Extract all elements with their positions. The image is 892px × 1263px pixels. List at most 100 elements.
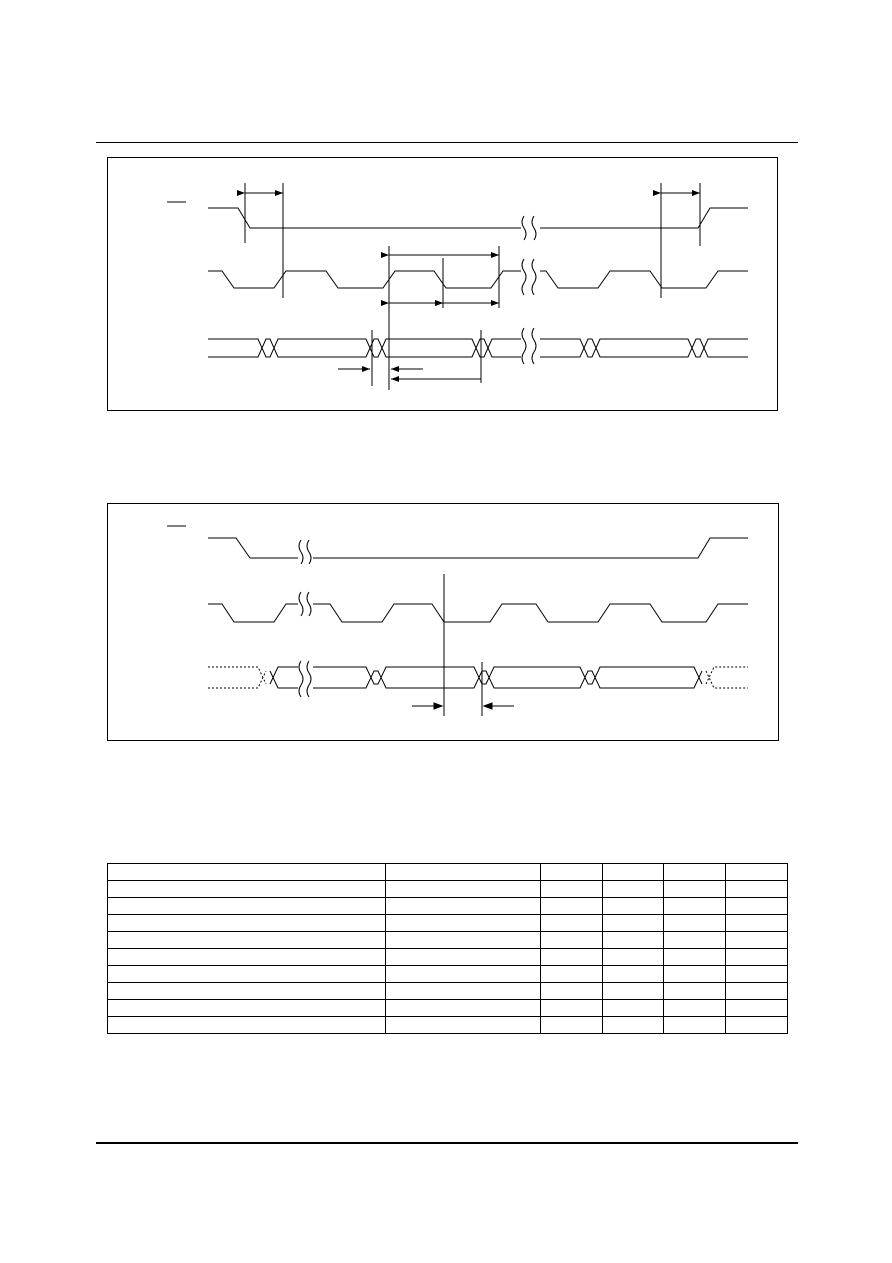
cs-waveform-tail bbox=[313, 537, 748, 559]
table-cell bbox=[385, 999, 541, 1017]
data-bus-bottom bbox=[269, 670, 298, 689]
clk-waveform-tail bbox=[540, 270, 748, 289]
table-cell bbox=[663, 1016, 726, 1034]
table-row bbox=[107, 863, 788, 881]
table-cell bbox=[602, 982, 664, 1000]
table-cell bbox=[663, 999, 726, 1017]
break-mark-clk bbox=[298, 591, 312, 617]
table-cell bbox=[540, 1016, 603, 1034]
break-mark-data bbox=[521, 327, 537, 365]
table-row bbox=[107, 897, 788, 915]
table-cell bbox=[602, 948, 664, 966]
break-mark-cs bbox=[298, 539, 312, 565]
cs-waveform-tail bbox=[540, 207, 748, 229]
table-cell bbox=[602, 931, 664, 949]
table-cell bbox=[107, 880, 386, 898]
table-cell bbox=[725, 914, 788, 932]
table-cell bbox=[663, 931, 726, 949]
table-cell bbox=[602, 897, 664, 915]
table-cell bbox=[602, 880, 664, 898]
table-row bbox=[107, 982, 788, 1000]
table-cell bbox=[107, 914, 386, 932]
table-row bbox=[107, 948, 788, 966]
table-row bbox=[107, 931, 788, 949]
table-cell bbox=[385, 880, 541, 898]
footer-rule bbox=[96, 1142, 798, 1144]
table-row bbox=[107, 880, 788, 898]
table-row bbox=[107, 914, 788, 932]
dim-arrow-1-head bbox=[433, 702, 444, 710]
table-cell bbox=[663, 863, 726, 881]
table-cell bbox=[663, 965, 726, 983]
table-cell bbox=[540, 897, 603, 915]
table-cell bbox=[663, 897, 726, 915]
table-cell bbox=[385, 965, 541, 983]
table-cell bbox=[385, 948, 541, 966]
table-cell bbox=[107, 999, 386, 1017]
table-cell bbox=[725, 999, 788, 1017]
table-cell bbox=[540, 999, 603, 1017]
table-cell bbox=[540, 863, 603, 881]
cs-waveform bbox=[208, 537, 298, 559]
timing-parameter-table bbox=[107, 863, 788, 1034]
write-timing-svg bbox=[167, 183, 748, 390]
table-cell bbox=[602, 1016, 664, 1034]
data-bus-top bbox=[208, 338, 521, 358]
table-cell bbox=[725, 897, 788, 915]
data-bus-bottom-dotted bbox=[208, 670, 267, 689]
table-cell bbox=[385, 863, 541, 881]
table-cell bbox=[385, 982, 541, 1000]
table-cell bbox=[540, 948, 603, 966]
table-cell bbox=[540, 914, 603, 932]
table-cell bbox=[107, 965, 386, 983]
table-cell bbox=[107, 931, 386, 949]
table-cell bbox=[385, 931, 541, 949]
data-bus-top-tail bbox=[540, 338, 748, 358]
table-row bbox=[107, 999, 788, 1017]
data-bus-top-dotted bbox=[208, 666, 267, 685]
table-cell bbox=[107, 1016, 386, 1034]
timing-table-body bbox=[107, 863, 788, 1034]
break-mark-clk bbox=[521, 258, 537, 296]
break-mark-data bbox=[298, 660, 312, 698]
table-cell bbox=[725, 965, 788, 983]
data-bus-bottom-tail bbox=[313, 670, 703, 689]
table-cell bbox=[540, 965, 603, 983]
table-cell bbox=[385, 914, 541, 932]
table-cell bbox=[725, 931, 788, 949]
read-timing-diagram bbox=[107, 503, 779, 741]
table-cell bbox=[602, 914, 664, 932]
table-row bbox=[107, 965, 788, 983]
table-cell bbox=[107, 863, 386, 881]
table-cell bbox=[602, 999, 664, 1017]
table-cell bbox=[725, 948, 788, 966]
data-bus-bottom-dotted-tail bbox=[705, 670, 748, 689]
table-cell bbox=[663, 982, 726, 1000]
data-bus-top-tail bbox=[313, 666, 703, 685]
write-timing-diagram bbox=[107, 157, 778, 411]
table-cell bbox=[725, 982, 788, 1000]
table-cell bbox=[107, 948, 386, 966]
table-cell bbox=[663, 914, 726, 932]
header-rule bbox=[96, 142, 798, 143]
table-cell bbox=[107, 897, 386, 915]
table-cell bbox=[725, 863, 788, 881]
table-cell bbox=[663, 880, 726, 898]
data-bus-top-dotted-tail bbox=[705, 666, 748, 685]
table-cell bbox=[725, 1016, 788, 1034]
data-bus-top bbox=[269, 666, 298, 685]
data-bus-bottom-tail bbox=[540, 338, 748, 358]
dim-arrow-2-head bbox=[482, 702, 493, 710]
table-cell bbox=[540, 982, 603, 1000]
table-cell bbox=[540, 880, 603, 898]
break-mark-cs bbox=[521, 215, 537, 241]
table-cell bbox=[725, 880, 788, 898]
clk-waveform bbox=[208, 603, 298, 623]
table-cell bbox=[663, 948, 726, 966]
table-cell bbox=[602, 965, 664, 983]
table-cell bbox=[602, 863, 664, 881]
clk-waveform bbox=[208, 270, 521, 289]
table-cell bbox=[385, 1016, 541, 1034]
read-timing-svg bbox=[167, 525, 748, 716]
table-cell bbox=[107, 982, 386, 1000]
